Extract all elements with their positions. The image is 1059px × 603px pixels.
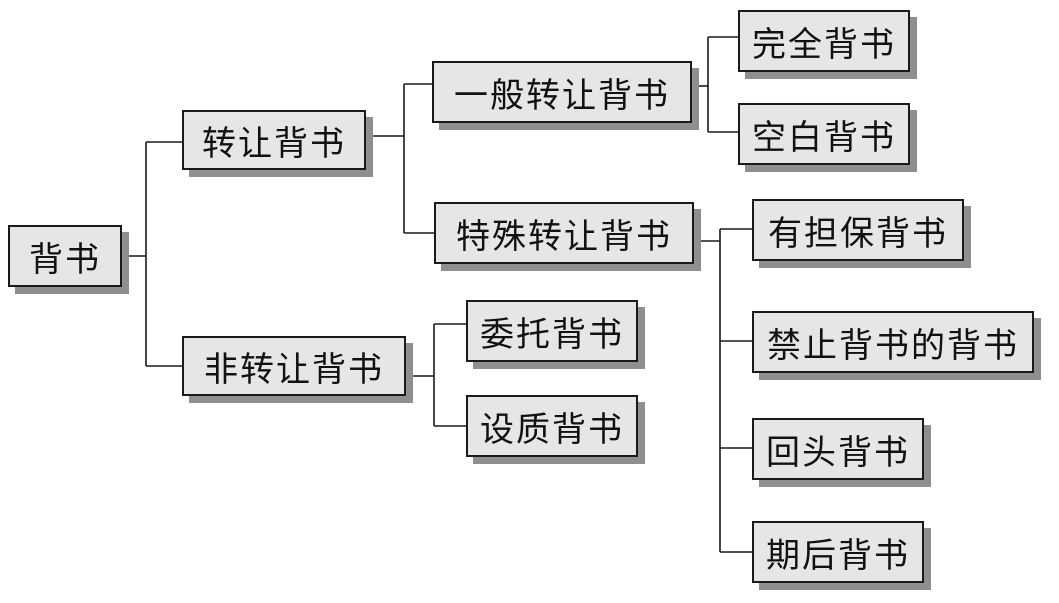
node-non-transfer-endorsement: 非转让背书 (182, 336, 406, 396)
node-guaranteed-endorsement: 有担保背书 (752, 199, 964, 261)
node-post-maturity-endorsement: 期后背书 (752, 521, 924, 583)
node-return-endorsement: 回头背书 (752, 418, 924, 480)
node-pledge-endorsement: 设质背书 (466, 395, 638, 457)
node-blank-endorsement: 空白背书 (738, 103, 910, 165)
node-prohibited-endorsement: 禁止背书的背书 (752, 311, 1034, 373)
node-root: 背书 (8, 225, 122, 287)
node-transfer-endorsement: 转让背书 (182, 110, 366, 170)
node-general-transfer-endorsement: 一般转让背书 (432, 61, 692, 123)
node-entrusted-collection-endorsement: 委托背书 (466, 300, 638, 362)
node-special-transfer-endorsement: 特殊转让背书 (434, 202, 694, 264)
node-complete-endorsement: 完全背书 (738, 10, 910, 72)
